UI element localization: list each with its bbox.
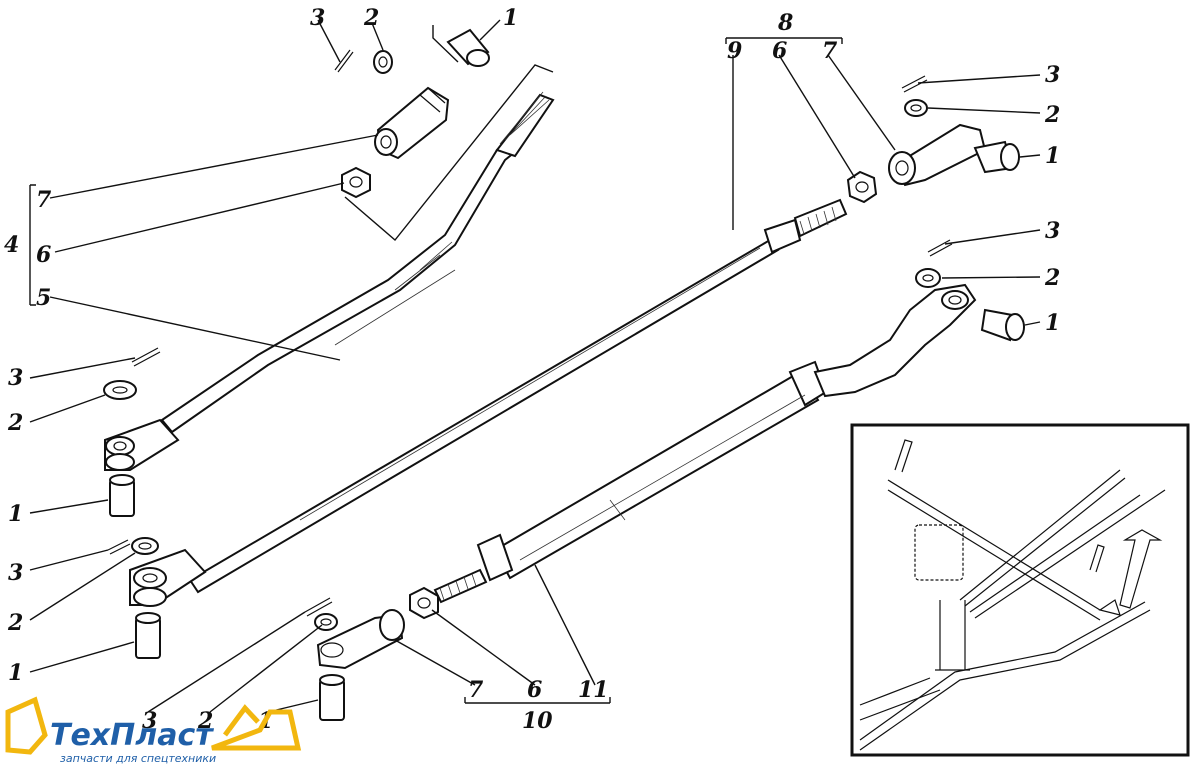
label-3-right-1: 3 — [1045, 62, 1060, 88]
rod-11 — [433, 283, 977, 604]
nut-mid — [846, 170, 878, 204]
logo-name: ТехПласт — [50, 718, 214, 753]
label-2-left-a: 2 — [7, 410, 23, 436]
washer-top — [373, 50, 393, 74]
label-4: 4 — [4, 232, 19, 258]
label-1-top: 1 — [503, 5, 518, 31]
pin-right — [973, 140, 1020, 174]
label-6-mid: 6 — [772, 38, 787, 64]
label-7-mid: 7 — [822, 38, 838, 64]
cotter-right-2 — [927, 239, 953, 257]
label-2-right-2: 2 — [1044, 265, 1060, 291]
label-10: 10 — [522, 708, 553, 734]
pin-top — [446, 28, 490, 67]
label-7-left: 7 — [36, 187, 52, 213]
label-8: 8 — [777, 10, 793, 36]
label-3-top: 3 — [310, 5, 325, 31]
label-1-right-2: 1 — [1045, 310, 1060, 336]
logo-tagline: запчасти для спецтехники — [60, 752, 216, 765]
washer-right-2 — [915, 268, 941, 288]
label-2-top: 2 — [363, 5, 379, 31]
label-2-right-1: 2 — [1044, 102, 1060, 128]
label-2-bottom: 2 — [197, 708, 213, 734]
label-1-right-1: 1 — [1045, 143, 1060, 169]
label-6-bottom: 6 — [527, 677, 542, 703]
label-5: 5 — [36, 285, 51, 311]
bottom-small-parts — [304, 586, 439, 721]
fork-top — [374, 86, 450, 160]
nut-left — [341, 166, 371, 199]
leader-lines — [29, 19, 1041, 713]
label-9: 9 — [727, 38, 742, 64]
washer-right — [904, 99, 928, 117]
cotter-top — [334, 49, 354, 73]
label-3-left-a: 3 — [8, 365, 23, 391]
inset-assembly-view — [850, 423, 1190, 757]
brand-logo: ТехПласт запчасти для спецтехники — [5, 696, 302, 765]
label-2-left-b: 2 — [7, 610, 23, 636]
excavator-icon — [5, 696, 48, 755]
label-6-left: 6 — [36, 242, 51, 268]
label-3-right-2: 3 — [1045, 218, 1060, 244]
left-small-parts — [103, 347, 161, 659]
callout-labels: 1 2 3 4 5 6 7 8 9 6 7 3 2 1 3 2 1 3 2 1 … — [4, 5, 1060, 734]
rod-9 — [129, 198, 848, 607]
label-1-left-a: 1 — [8, 501, 23, 527]
label-3-left-b: 3 — [8, 560, 23, 586]
fork-right — [888, 123, 987, 187]
cotter-right — [901, 75, 928, 93]
label-7-bottom: 7 — [468, 677, 484, 703]
label-11: 11 — [578, 677, 609, 703]
label-3-bottom: 3 — [142, 708, 157, 734]
rod-5 — [104, 91, 555, 471]
pin-right-2 — [980, 308, 1025, 342]
label-1-left-b: 1 — [8, 660, 23, 686]
